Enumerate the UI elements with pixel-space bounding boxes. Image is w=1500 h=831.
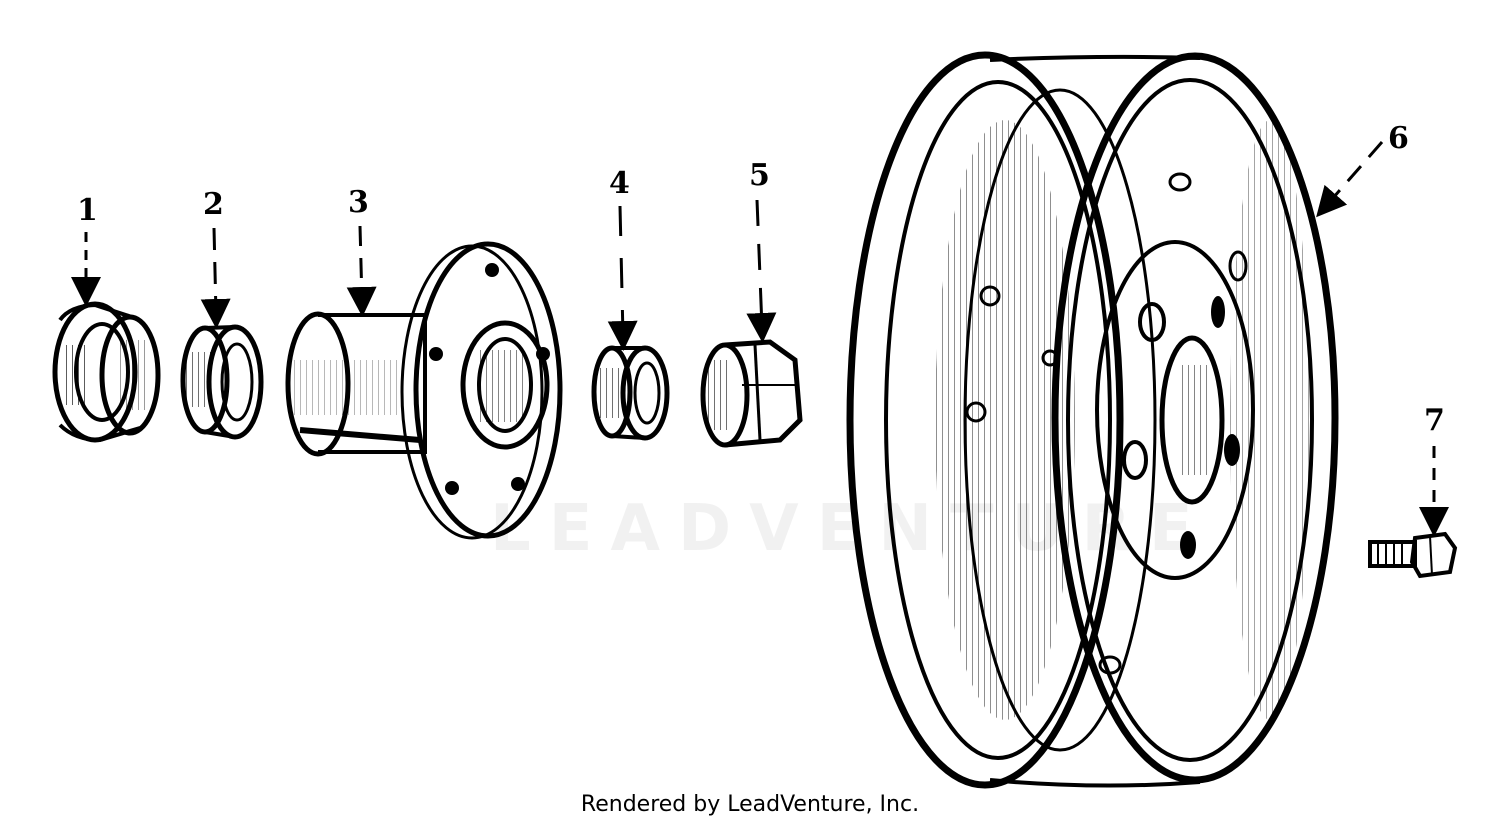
callout-number-2: 2	[203, 187, 224, 222]
leader-arrow-4	[607, 205, 638, 351]
callout-number-3: 3	[348, 185, 369, 220]
leader-arrow-6	[1316, 141, 1384, 218]
leader-arrow-3	[346, 225, 377, 317]
callout-number-7: 7	[1424, 403, 1445, 438]
leader-arrow-5	[746, 199, 777, 343]
part-4-outer-bearing[interactable]	[591, 345, 670, 441]
callouts: 1 2 3 4 5 6 7	[71, 121, 1449, 537]
leader-arrow-2	[200, 227, 231, 329]
part-7-wheel-bolt[interactable]	[1368, 531, 1458, 579]
callout-number-1: 1	[77, 193, 98, 228]
part-2-bearing-cone[interactable]	[180, 324, 264, 440]
part-1-bearing-cup[interactable]	[52, 301, 161, 443]
footer-credit: Rendered by LeadVenture, Inc.	[580, 792, 920, 817]
part-6-wheel-rim[interactable]	[846, 51, 1339, 789]
callout-number-5: 5	[749, 158, 770, 193]
callout-number-4: 4	[609, 166, 630, 201]
part-5-hub-cap[interactable]	[700, 339, 803, 448]
callout-number-6: 6	[1388, 121, 1409, 156]
